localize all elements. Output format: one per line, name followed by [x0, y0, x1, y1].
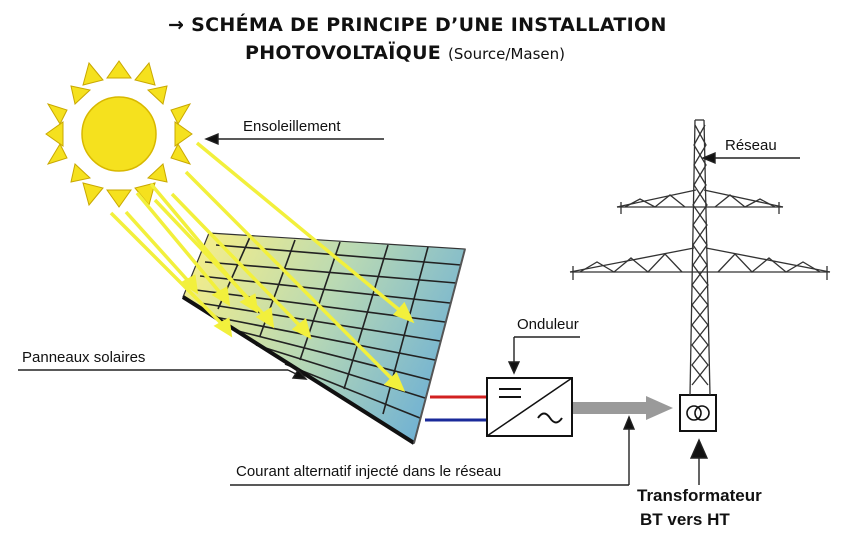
inverter-icon	[486, 377, 573, 437]
callout-lines	[18, 132, 800, 486]
label-courant-alternatif: Courant alternatif injecté dans le résea…	[236, 463, 502, 480]
transformer-icon	[679, 394, 717, 432]
title-text-2: PHOTOVOLTAÏQUE	[245, 42, 442, 64]
arrow-right-icon: →	[168, 14, 185, 36]
label-bt-vers-ht: BT vers HT	[640, 510, 730, 529]
label-onduleur: Onduleur	[517, 316, 579, 333]
dc-wires	[425, 395, 487, 422]
title-line-2: PHOTOVOLTAÏQUE (Source/Masen)	[245, 42, 565, 64]
title-source: (Source/Masen)	[448, 45, 565, 63]
sun-icon	[45, 60, 193, 208]
ac-output-arrow	[573, 396, 673, 420]
title-line-1: → SCHÉMA DE PRINCIPE D’UNE INSTALLATION	[168, 14, 667, 36]
title-text-1: SCHÉMA DE PRINCIPE D’UNE INSTALLATION	[191, 14, 667, 36]
label-ensoleillement: Ensoleillement	[243, 118, 341, 135]
sun-rays	[109, 141, 415, 392]
pylon-icon	[569, 119, 831, 396]
label-transformateur: Transformateur	[637, 486, 762, 505]
label-panneaux-solaires: Panneaux solaires	[22, 349, 146, 366]
label-reseau: Réseau	[725, 137, 777, 154]
solar-panel	[181, 232, 466, 445]
